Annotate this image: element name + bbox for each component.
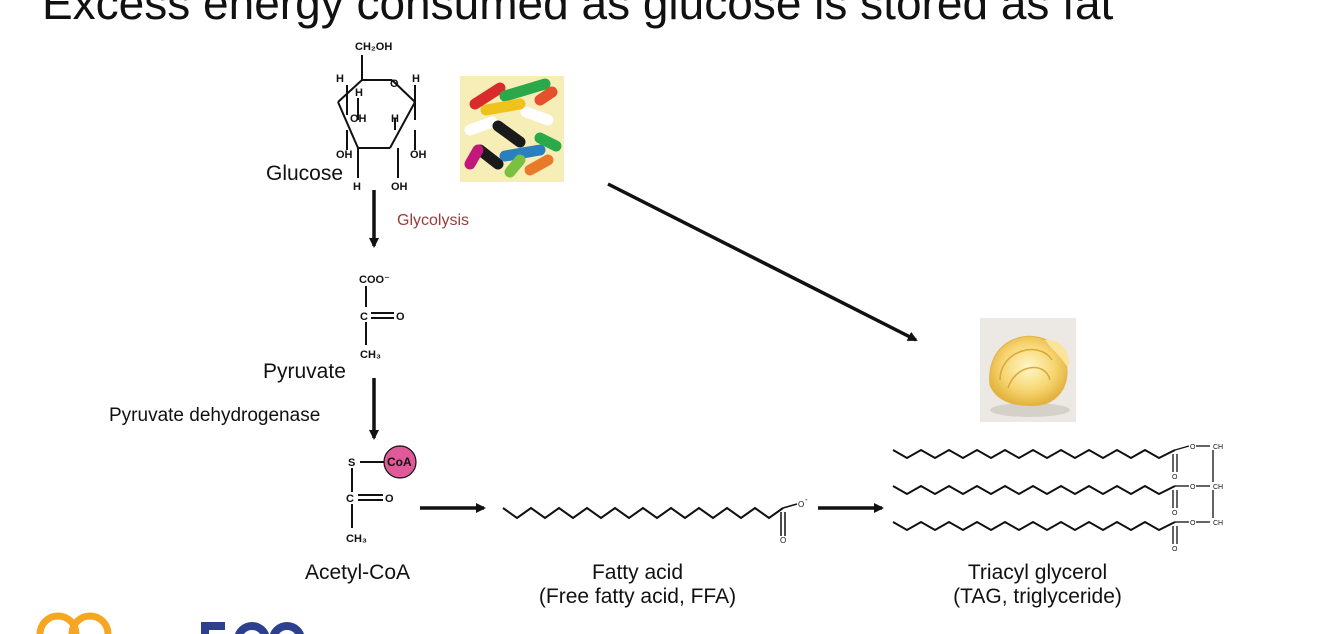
fatty-acid-label: Fatty acid (Free fatty acid, FFA) xyxy=(520,561,755,609)
svg-text:O: O xyxy=(390,78,399,90)
pyruvate-label: Pyruvate xyxy=(263,360,346,383)
svg-text:C: C xyxy=(346,493,354,505)
acetyl-ch3: CH₃ xyxy=(346,533,367,545)
svg-text:O: O xyxy=(1190,520,1196,527)
svg-text:H: H xyxy=(353,181,361,193)
svg-text:H: H xyxy=(355,87,363,99)
fatty-acid-chain xyxy=(502,506,784,520)
svg-text:O: O xyxy=(1172,546,1178,553)
svg-text:H: H xyxy=(391,113,399,125)
acetyl-coa-label: Acetyl-CoA xyxy=(305,561,411,584)
tag-label: Triacyl glycerol (TAG, triglyceride) xyxy=(920,561,1155,609)
svg-text:C: C xyxy=(360,311,368,323)
svg-text:O: O xyxy=(1190,484,1196,491)
pyruvate-ch3: CH₃ xyxy=(360,349,381,361)
tag-structure xyxy=(892,448,1176,532)
svg-text:OH: OH xyxy=(350,113,367,125)
coa-circle xyxy=(383,445,417,479)
glucose-atoms: CH₂OH H O H H OH H OH OH H OH xyxy=(336,41,427,193)
svg-text:O: O xyxy=(1190,444,1196,451)
svg-text:O: O xyxy=(780,536,786,545)
tag-sub: (TAG, triglyceride) xyxy=(953,585,1122,609)
svg-text:O: O xyxy=(1172,510,1178,517)
svg-text:H: H xyxy=(412,73,420,85)
acetyl-coa-structure xyxy=(351,461,386,528)
candy-image xyxy=(460,76,564,182)
svg-text:O: O xyxy=(798,500,804,509)
pyruvate-structure xyxy=(365,286,394,345)
glycolysis-label: Glycolysis xyxy=(397,212,470,229)
svg-text:O: O xyxy=(385,493,394,505)
slide-title: Excess energy consumed as glucose is sto… xyxy=(42,0,1114,29)
svg-text:OH: OH xyxy=(336,149,353,161)
svg-text:O: O xyxy=(396,311,405,323)
arrow-candy-to-fat xyxy=(607,182,918,342)
svg-text:OH: OH xyxy=(410,149,427,161)
pyruvate-coo: COO⁻ xyxy=(359,274,390,286)
svg-text:H: H xyxy=(336,73,344,85)
coa-label: CoA xyxy=(387,455,412,469)
svg-text:-: - xyxy=(805,495,808,504)
svg-text:CH: CH xyxy=(1213,520,1223,527)
svg-text:CH: CH xyxy=(1213,444,1223,451)
svg-text:S: S xyxy=(348,457,355,469)
glucose-formula-top: CH₂OH xyxy=(355,41,392,53)
fatty-acid-title: Fatty acid xyxy=(591,561,684,584)
fatty-acid-sub: (Free fatty acid, FFA) xyxy=(538,585,737,609)
glucose-label: Glucose xyxy=(266,162,344,185)
pdh-label: Pyruvate dehydrogenase xyxy=(109,405,321,426)
butter-image xyxy=(980,318,1076,422)
logo-rings-icon xyxy=(36,612,304,634)
svg-text:CH: CH xyxy=(1213,484,1223,491)
tag-title: Triacyl glycerol xyxy=(967,561,1108,584)
svg-text:O: O xyxy=(1172,474,1178,481)
svg-text:OH: OH xyxy=(391,181,408,193)
glucose-structure xyxy=(337,55,416,178)
